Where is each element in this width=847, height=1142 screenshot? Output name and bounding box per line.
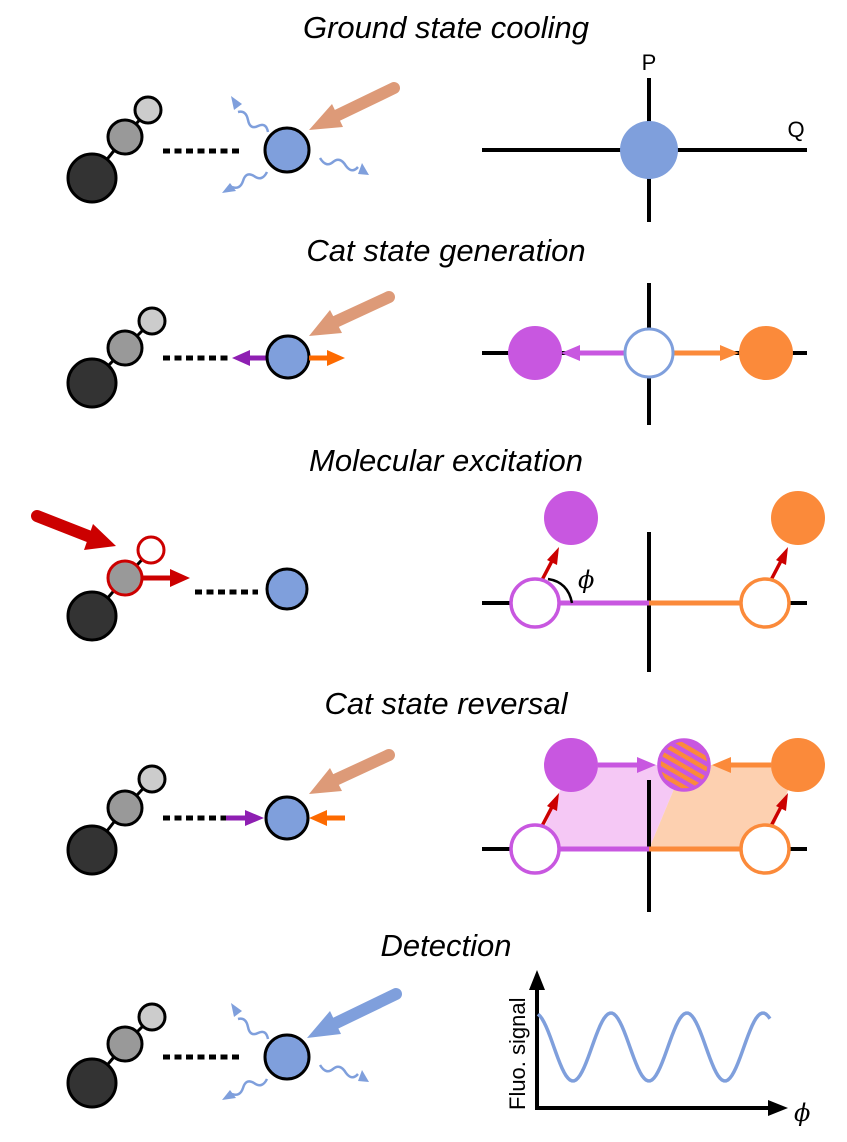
cat-component-purple-excited xyxy=(544,738,598,792)
photon-wave-icon xyxy=(222,1003,369,1100)
detection-plot: Fluo. signal ϕ xyxy=(505,970,810,1127)
cat-component-orange-excited xyxy=(771,738,825,792)
panel-title-cooling: Ground state cooling xyxy=(303,10,589,45)
force-arrow-right xyxy=(226,810,264,826)
laser-arrow-icon xyxy=(307,988,402,1038)
molecule-icon xyxy=(66,535,166,642)
q-axis-label: Q xyxy=(787,117,804,142)
phase-angle-arc xyxy=(547,577,574,604)
x-axis-label: ϕ xyxy=(794,1099,810,1127)
y-axis-arrowhead xyxy=(529,970,545,990)
ion-icon xyxy=(265,567,309,611)
photon-wave-icon xyxy=(222,96,369,193)
molecule-icon xyxy=(66,1002,167,1109)
p-axis-label: P xyxy=(642,50,657,75)
molecule-icon xyxy=(66,306,167,409)
origin-state-outline xyxy=(623,327,675,379)
force-arrow-left xyxy=(309,810,345,826)
excitation-left-scene xyxy=(31,510,309,642)
panel-title-detection: Detection xyxy=(381,928,512,963)
molecule-icon xyxy=(66,764,167,876)
molecule-icon xyxy=(66,95,163,204)
panel-title-cat-generation: Cat state generation xyxy=(306,233,585,268)
recombined-state-hatched xyxy=(657,738,711,792)
cat-generation-left-scene xyxy=(66,291,395,409)
cat-component-orange xyxy=(739,326,793,380)
cooling-left-scene xyxy=(66,82,400,204)
cat-component-orange-ground xyxy=(739,823,791,875)
laser-arrow-icon xyxy=(309,749,395,794)
force-arrow-right xyxy=(309,350,345,366)
laser-arrow-icon xyxy=(309,82,400,130)
phase-space-icon xyxy=(482,283,807,425)
laser-arrow-icon xyxy=(31,510,116,550)
phase-symbol: ϕ xyxy=(578,566,594,594)
force-arrow-right xyxy=(142,569,190,587)
ground-state-blob xyxy=(620,121,678,179)
cat-component-orange-excited xyxy=(771,491,825,545)
cat-component-purple-ground xyxy=(509,823,561,875)
ion-icon xyxy=(263,126,311,174)
cat-component-purple-ground xyxy=(509,577,561,629)
reversal-left-scene xyxy=(66,749,395,876)
cat-component-purple-excited xyxy=(544,491,598,545)
cat-component-purple xyxy=(508,326,562,380)
cat-component-orange-ground xyxy=(739,577,791,629)
laser-arrow-icon xyxy=(309,291,395,336)
ion-icon xyxy=(263,1033,311,1081)
phase-space-icon: P Q xyxy=(482,50,807,222)
panel-title-molecular-excitation: Molecular excitation xyxy=(309,443,583,478)
panel-title-cat-reversal: Cat state reversal xyxy=(325,686,569,721)
force-arrow-left xyxy=(232,350,266,366)
y-axis-label: Fluo. signal xyxy=(505,997,530,1110)
phase-space-icon xyxy=(482,738,825,912)
ion-icon xyxy=(264,795,310,841)
detection-left-scene xyxy=(66,988,402,1109)
ion-icon xyxy=(265,334,311,380)
x-axis-arrowhead xyxy=(768,1100,788,1116)
phase-space-icon: ϕ xyxy=(482,491,825,672)
fluorescence-curve xyxy=(536,1011,772,1083)
